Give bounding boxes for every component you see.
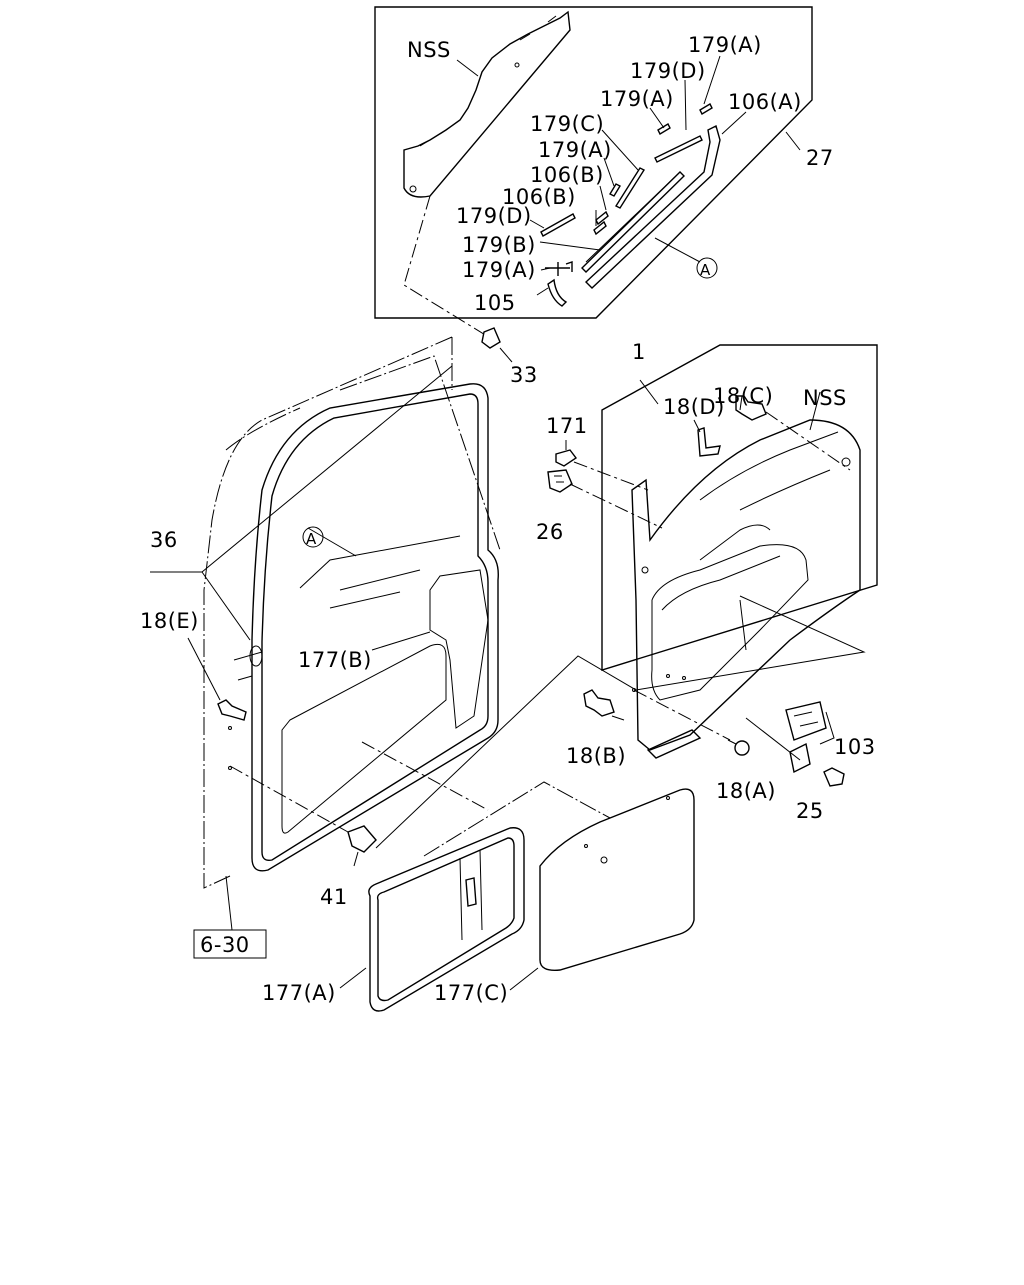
label-179d-1: 179(D) [630,59,706,83]
switch-103 [745,701,845,787]
label-36: 36 [150,528,178,552]
label-41: 41 [320,885,348,909]
callout-labels: NSS 179(A) 179(D) 179(A) 106(A) 179(C) 1… [140,33,876,1005]
label-18e: 18(E) [140,609,199,633]
label-27: 27 [806,146,834,170]
label-18d: 18(D) [663,395,725,419]
label-18a: 18(A) [716,779,776,803]
label-179c: 179(C) [530,112,604,136]
clip-26 [547,469,573,493]
ref-a-door-text: A [306,530,317,548]
clip-171 [555,440,578,467]
label-177a: 177(A) [262,981,336,1005]
clip-41 [347,825,377,867]
ref-circle-a-door: A [302,526,324,548]
label-1: 1 [632,340,646,364]
label-18b: 18(B) [566,744,626,768]
ref-6-30-text: 6-30 [200,933,250,957]
label-106b-1: 106(B) [530,163,604,187]
window-panel-177a [368,827,525,1012]
label-25: 25 [796,799,824,823]
ref-circle-a-top: A [696,257,718,279]
ref-a-top-text: A [700,261,711,279]
label-179a-2: 179(A) [600,87,674,111]
label-106b-2: 106(B) [502,185,576,209]
label-26: 26 [536,520,564,544]
label-177b: 177(B) [298,648,372,672]
rivet-18a [633,689,750,756]
inset-box-27 [374,6,813,319]
label-nss-right: NSS [803,386,847,410]
label-103: 103 [834,735,876,759]
label-105: 105 [474,291,516,315]
label-179b: 179(B) [462,233,536,257]
label-179a-3: 179(A) [538,138,612,162]
trim-board-177c [539,788,695,971]
rivet-18b [583,689,625,721]
label-179d-2: 179(D) [456,204,532,228]
label-171: 171 [546,414,588,438]
clip-33 [481,327,513,363]
label-179a-4: 179(A) [462,258,536,282]
ref-box-6-30: 6-30 [193,929,267,959]
label-179a-1: 179(A) [688,33,762,57]
bolt-18e [187,637,247,721]
label-33: 33 [510,363,538,387]
label-177c: 177(C) [434,981,508,1005]
label-106a: 106(A) [728,90,802,114]
door-shell [203,336,501,889]
label-18c: 18(C) [713,384,773,408]
label-nss-top: NSS [407,38,451,62]
